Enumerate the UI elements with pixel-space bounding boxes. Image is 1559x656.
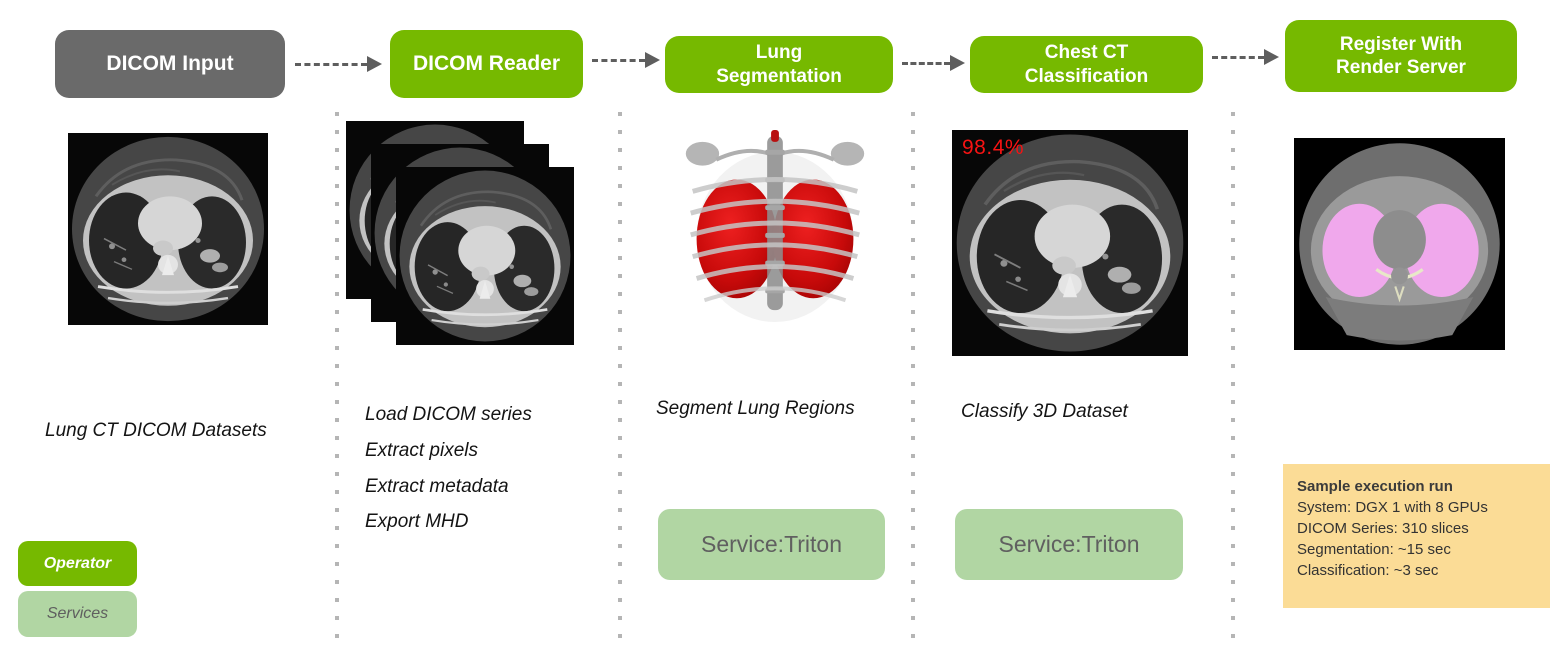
info-box-line: System: DGX 1 with 8 GPUs bbox=[1297, 499, 1488, 516]
flow-arrow-icon bbox=[902, 55, 965, 71]
ct-series-image-front bbox=[396, 167, 574, 345]
info-box-line: Classification: ~3 sec bbox=[1297, 562, 1439, 579]
classification-score: 98.4% bbox=[962, 136, 1025, 159]
node-dicom-input: DICOM Input bbox=[55, 30, 285, 98]
flow-arrow-icon bbox=[295, 56, 382, 72]
node-register-render-server: Register With Render Server bbox=[1285, 20, 1517, 92]
ct-axial-image bbox=[68, 133, 268, 325]
column-separator bbox=[1231, 112, 1235, 650]
flow-arrow-icon bbox=[592, 52, 660, 68]
caption-segment-lungs: Segment Lung Regions bbox=[656, 398, 855, 419]
service-triton-badge: Service:Triton bbox=[658, 509, 885, 580]
service-triton-badge: Service:Triton bbox=[955, 509, 1183, 580]
caption-reader-step: Load DICOM series bbox=[365, 404, 532, 425]
node-dicom-reader: DICOM Reader bbox=[390, 30, 583, 98]
legend-operator: Operator bbox=[18, 541, 137, 586]
lung-segmentation-render-image bbox=[677, 126, 873, 324]
ct-render-overlay-image bbox=[1294, 138, 1505, 350]
info-box-line: DICOM Series: 310 slices bbox=[1297, 520, 1469, 537]
caption-dicom-datasets: Lung CT DICOM Datasets bbox=[45, 420, 267, 441]
caption-reader-step: Export MHD bbox=[365, 511, 469, 532]
node-lung-segmentation: Lung Segmentation bbox=[665, 36, 893, 93]
flow-arrow-icon bbox=[1212, 49, 1279, 65]
legend-services: Services bbox=[18, 591, 137, 637]
node-chest-ct-classification: Chest CT Classification bbox=[970, 36, 1203, 93]
info-box-title: Sample execution run bbox=[1297, 478, 1453, 495]
column-separator bbox=[911, 112, 915, 650]
caption-reader-step: Extract pixels bbox=[365, 440, 478, 461]
info-box-line: Segmentation: ~15 sec bbox=[1297, 541, 1451, 558]
column-separator bbox=[618, 112, 622, 650]
column-separator bbox=[335, 112, 339, 650]
ct-classification-image bbox=[952, 130, 1188, 356]
sample-execution-info-box: Sample execution run System: DGX 1 with … bbox=[1283, 464, 1550, 608]
caption-classify-dataset: Classify 3D Dataset bbox=[961, 401, 1128, 422]
caption-reader-step: Extract metadata bbox=[365, 476, 509, 497]
